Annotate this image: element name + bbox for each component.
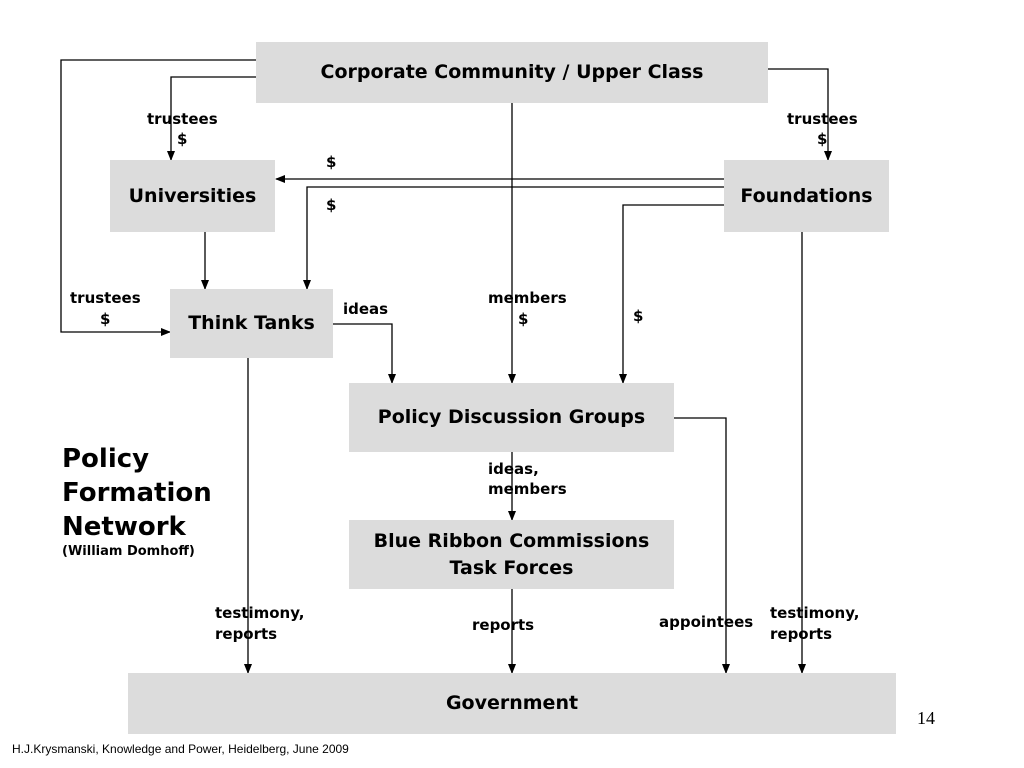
node-think-tanks: Think Tanks (170, 289, 333, 358)
node-policy-discussion-groups-label: Policy Discussion Groups (377, 406, 646, 428)
label-dollar-foundations-think-tanks: $ (326, 196, 337, 214)
node-policy-discussion-groups: Policy Discussion Groups (349, 383, 674, 452)
label-dollar-foundations-universities: $ (326, 153, 337, 171)
arrow-foundations-to-think-tanks (303, 186, 724, 290)
label-dollar-members: $ (518, 310, 529, 328)
label-members-commissions: members (488, 480, 567, 498)
label-reports-commissions: reports (472, 616, 535, 634)
label-reports-foundations: reports (770, 625, 833, 643)
label-dollar-foundations-policy-groups: $ (633, 307, 644, 325)
label-testimony-think-tanks: testimony, (215, 604, 305, 622)
node-universities-label: Universities (128, 184, 257, 207)
label-members: members (488, 289, 567, 307)
arrow-think-tanks-to-policy-groups (333, 323, 396, 384)
node-government-label: Government (445, 692, 579, 714)
arrow-foundations-to-policy-groups (619, 204, 724, 384)
page-number: 14 (917, 708, 935, 728)
node-commissions-label-line2: Task Forces (449, 556, 574, 579)
label-testimony-foundations: testimony, (770, 604, 860, 622)
label-ideas: ideas (343, 300, 389, 318)
label-trustees-think-tanks: trustees (70, 289, 141, 307)
label-trustees-foundations: trustees (787, 110, 858, 128)
arrow-corporate-to-think-tanks (60, 59, 257, 336)
arrow-policy-groups-to-government (674, 417, 730, 674)
node-commissions-label-line1: Blue Ribbon Commissions (373, 529, 650, 552)
title-line-1: Policy (62, 444, 150, 474)
label-reports-think-tanks: reports (215, 625, 278, 643)
label-dollar-universities: $ (177, 130, 188, 148)
title-line-3: Network (62, 512, 186, 542)
arrow-corporate-to-universities (167, 76, 257, 161)
title-credit: (William Domhoff) (62, 544, 195, 559)
label-dollar-think-tanks: $ (100, 310, 111, 328)
title-line-2: Formation (62, 478, 212, 508)
node-think-tanks-label: Think Tanks (188, 312, 315, 334)
arrow-corporate-to-foundations (768, 68, 832, 161)
node-blue-ribbon-commissions: Blue Ribbon Commissions Task Forces (349, 520, 674, 589)
diagram-title: Policy Formation Network (62, 442, 212, 544)
label-dollar-foundations: $ (817, 130, 828, 148)
node-foundations: Foundations (724, 160, 889, 232)
label-ideas-comma: ideas, (488, 460, 539, 478)
node-corporate-community: Corporate Community / Upper Class (256, 42, 768, 103)
node-corporate-community-label: Corporate Community / Upper Class (320, 61, 704, 83)
footer-citation: H.J.Krysmanski, Knowledge and Power, Hei… (12, 742, 349, 756)
node-foundations-label: Foundations (740, 184, 873, 207)
node-universities: Universities (110, 160, 275, 232)
label-trustees-universities: trustees (147, 110, 218, 128)
label-appointees: appointees (659, 613, 754, 631)
node-government: Government (128, 673, 896, 734)
